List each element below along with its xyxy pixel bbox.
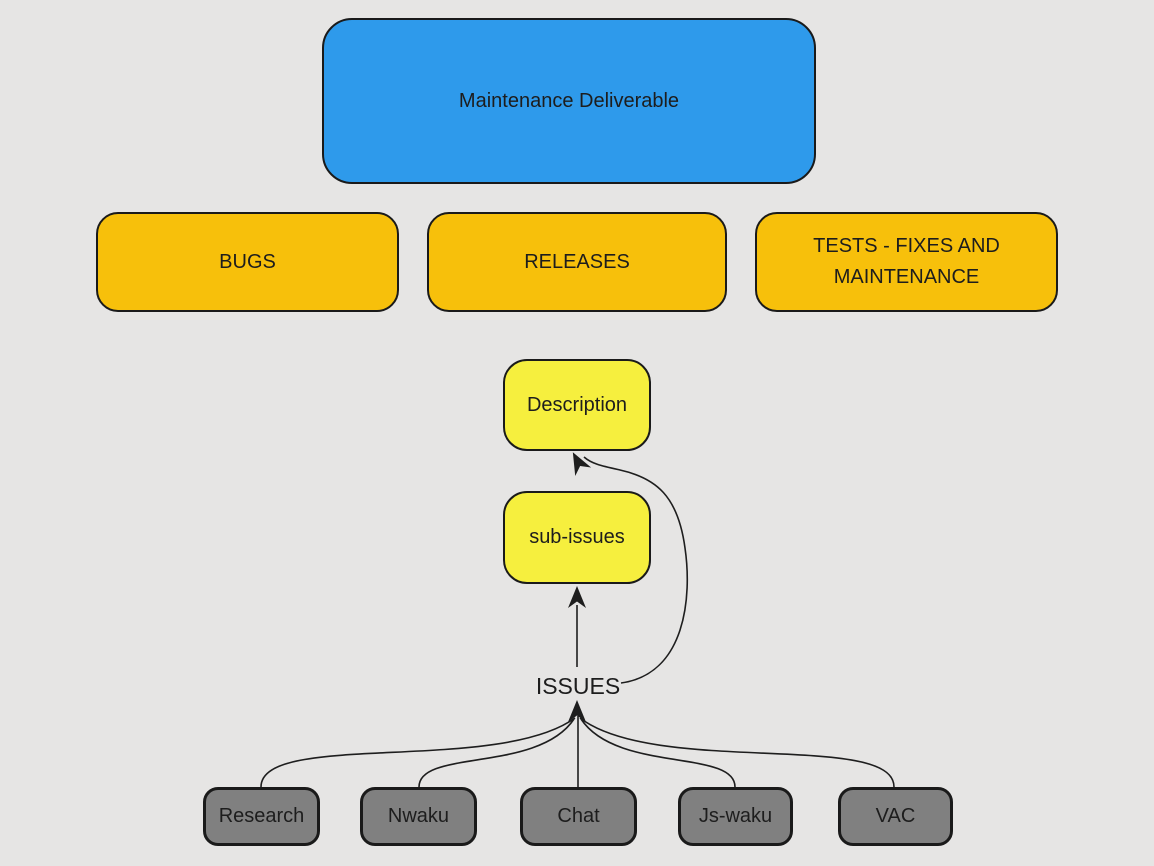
- node-label: Chat: [557, 805, 600, 827]
- node-label: VAC: [875, 805, 916, 827]
- node-nwaku[interactable]: Nwaku: [360, 787, 477, 846]
- node-js-waku[interactable]: Js-waku: [678, 787, 793, 846]
- node-label: TESTS - FIXES AND MAINTENANCE: [813, 235, 1000, 288]
- arrowhead-into-issues: [568, 700, 586, 722]
- node-chat[interactable]: Chat: [520, 787, 637, 846]
- issues-hub-label[interactable]: ISSUES: [535, 673, 621, 699]
- node-label: sub-issues: [529, 526, 625, 548]
- connector-issues-to-description[interactable]: [565, 448, 689, 684]
- node-maintenance-deliverable[interactable]: Maintenance Deliverable: [322, 18, 816, 184]
- node-releases[interactable]: RELEASES: [427, 212, 727, 312]
- connector-issues-to-sub-issues[interactable]: [568, 586, 586, 667]
- node-label: Nwaku: [387, 805, 450, 827]
- node-tests-fixes-and-maintenance[interactable]: TESTS - FIXES AND MAINTENANCE: [755, 212, 1058, 312]
- node-label: Research: [218, 805, 305, 827]
- node-sub-issues[interactable]: sub-issues: [503, 491, 651, 584]
- node-vac[interactable]: VAC: [838, 787, 953, 846]
- connector-jswaku-to-issues[interactable]: [580, 718, 736, 788]
- arrowhead-into-sub-issues: [568, 586, 586, 608]
- node-description[interactable]: Description: [503, 359, 651, 451]
- node-bugs[interactable]: BUGS: [96, 212, 399, 312]
- connector-nwaku-to-issues[interactable]: [418, 718, 575, 788]
- node-label: Js-waku: [698, 805, 773, 827]
- node-label: BUGS: [219, 250, 276, 273]
- node-research[interactable]: Research: [203, 787, 320, 846]
- node-label: Maintenance Deliverable: [458, 89, 680, 112]
- connector-research-to-issues[interactable]: [260, 717, 576, 788]
- connector-vac-to-issues[interactable]: [579, 717, 895, 788]
- node-label: RELEASES: [524, 250, 630, 273]
- arrowhead-into-description: [572, 452, 592, 476]
- node-label: Description: [526, 393, 628, 416]
